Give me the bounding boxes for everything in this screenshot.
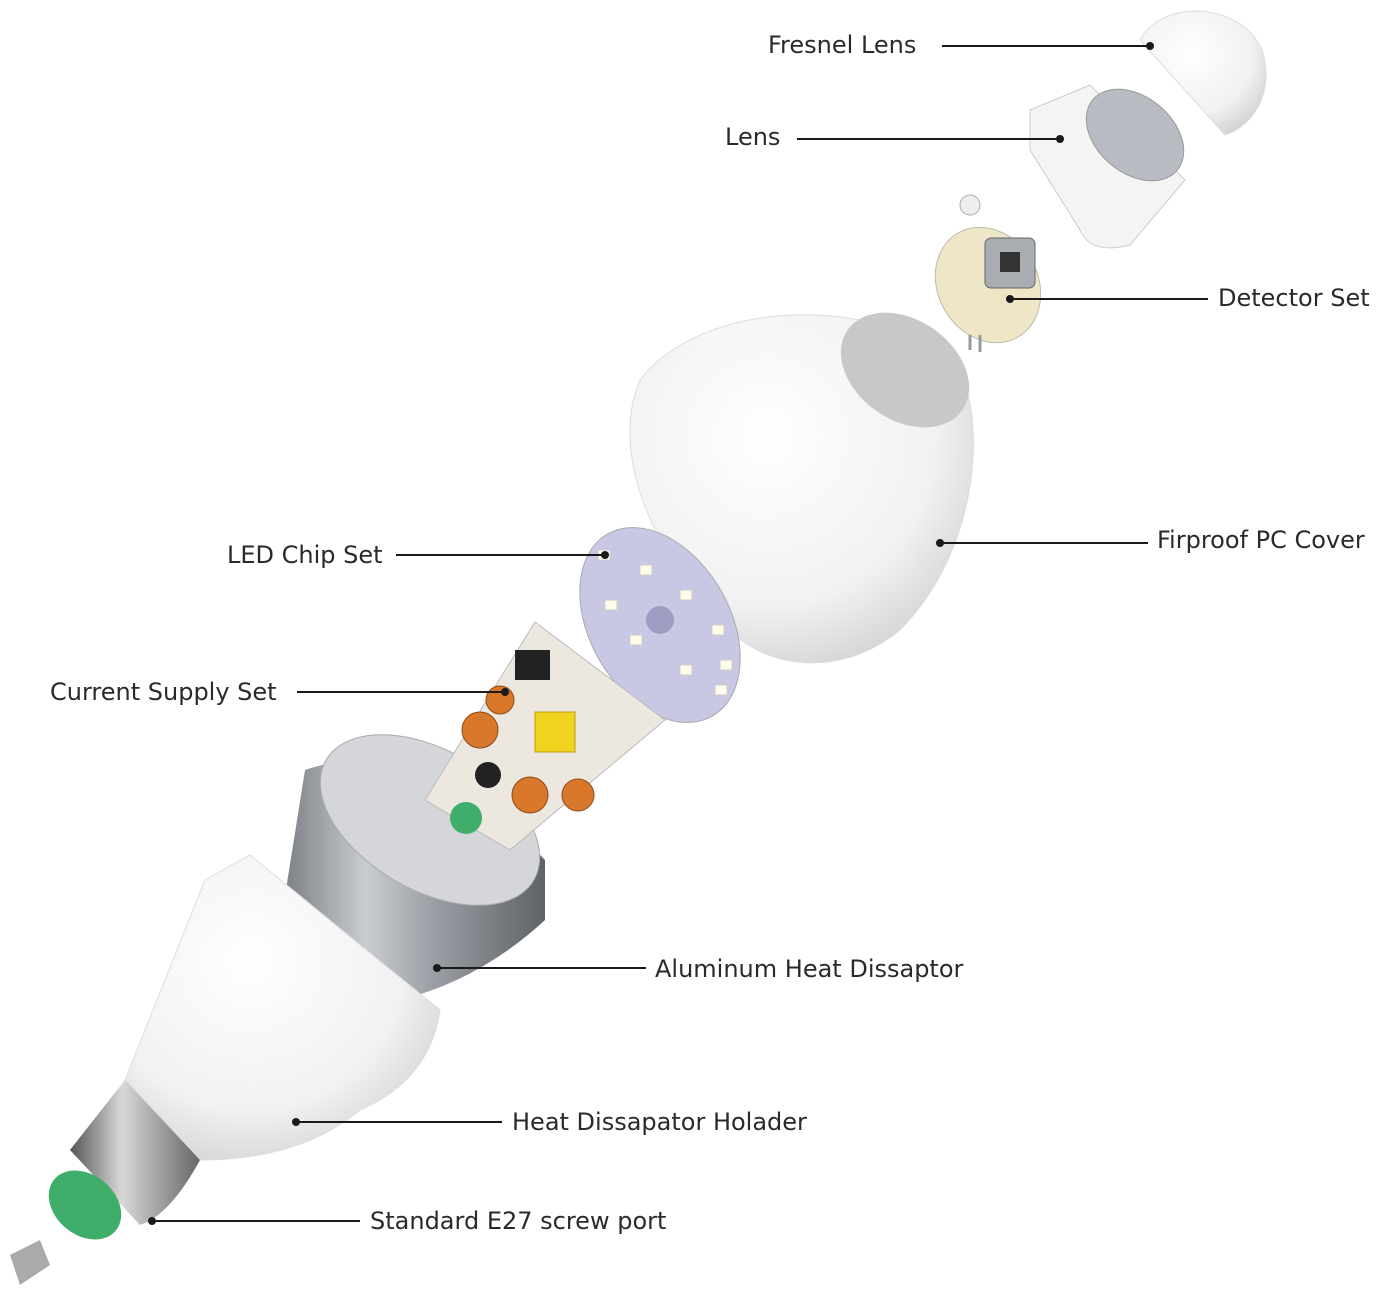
label-screw-port: Standard E27 screw port [148, 1207, 666, 1235]
detector-set-part [934, 194, 1042, 352]
fresnel-lens-part [1139, 10, 1267, 136]
label-heat-holder: Heat Dissapator Holader [292, 1108, 807, 1136]
label-fresnel-lens: Fresnel Lens [768, 31, 1154, 59]
e27-screw-part [10, 1080, 200, 1285]
current-supply-pcb-part [424, 621, 666, 851]
label-current-supply-set: Current Supply Set [50, 678, 509, 706]
svg-text:LED Chip Set: LED Chip Set [227, 541, 383, 569]
svg-text:Aluminum Heat Dissaptor: Aluminum Heat Dissaptor [655, 955, 964, 983]
label-aluminum-heat: Aluminum Heat Dissaptor [433, 955, 964, 983]
svg-text:Firproof PC Cover: Firproof PC Cover [1157, 526, 1365, 554]
lens-part [1029, 84, 1186, 249]
led-chip-plate-part [579, 527, 741, 723]
svg-text:Heat Dissapator Holader: Heat Dissapator Holader [512, 1108, 807, 1136]
svg-text:Fresnel Lens: Fresnel Lens [768, 31, 916, 59]
label-detector-set: Detector Set [1006, 284, 1370, 312]
svg-text:Detector Set: Detector Set [1218, 284, 1370, 312]
svg-text:Current Supply Set: Current Supply Set [50, 678, 277, 706]
label-pc-cover: Firproof PC Cover [936, 526, 1365, 554]
svg-text:Lens: Lens [725, 123, 780, 151]
svg-text:Standard E27 screw port: Standard E27 screw port [370, 1207, 666, 1235]
label-lens: Lens [725, 123, 1064, 151]
label-led-chip-set: LED Chip Set [227, 541, 609, 569]
pc-cover-part [629, 312, 974, 664]
heat-holder-part [124, 854, 441, 1161]
